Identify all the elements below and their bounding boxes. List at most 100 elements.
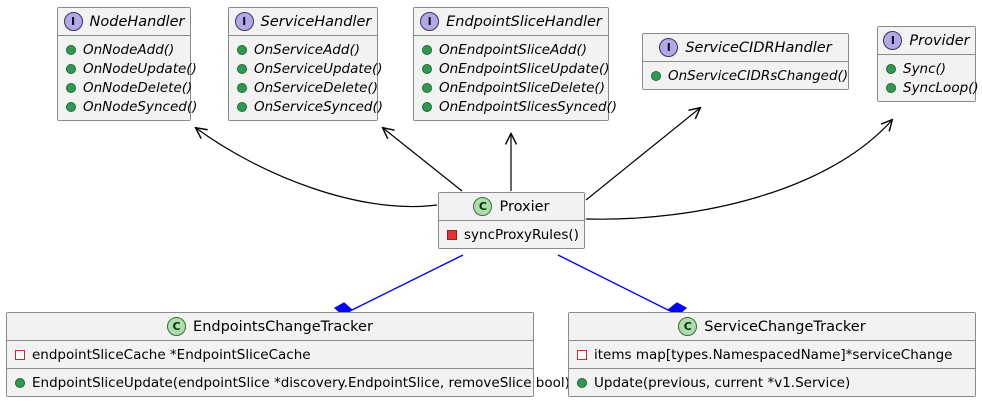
member-row[interactable]: OnEndpointSlicesSynced() [414,97,617,116]
class-stereotype-icon: C [473,197,493,216]
methods-compartment: Update(previous, current *v1.Service) [569,368,975,396]
class-box-endpoints-change-tracker[interactable]: C EndpointsChangeTracker endpointSliceCa… [6,312,570,397]
member-label: OnEndpointSlicesSynced() [439,98,618,115]
interface-stereotype-icon: I [883,31,903,50]
methods-compartment: OnNodeAdd() OnNodeUpdate() OnNodeDelete(… [58,36,197,120]
class-title: NodeHandler [89,13,185,30]
member-row[interactable]: SyncLoop() [878,78,979,97]
class-title: Provider [909,32,970,49]
member-row[interactable]: OnNodeSynced() [58,97,197,116]
class-title: EndpointSliceHandler [446,13,602,30]
interface-stereotype-icon: I [420,12,440,31]
public-method-icon [237,44,247,55]
member-row[interactable]: OnEndpointSliceAdd() [414,40,608,59]
class-header: C EndpointsChangeTracker [7,313,533,341]
class-title: EndpointsChangeTracker [193,318,373,335]
public-method-icon [66,82,76,93]
interface-stereotype-icon: I [63,12,83,31]
class-title: ServiceHandler [260,13,372,30]
class-box-service-cidr-handler[interactable]: I ServiceCIDRHandler OnServiceCIDRsChang… [642,33,849,90]
member-row[interactable]: OnServiceSynced() [229,97,383,116]
interface-stereotype-icon: I [659,38,679,57]
member-label: syncProxyRules() [464,226,579,243]
methods-compartment: OnServiceCIDRsChanged() [643,62,848,89]
methods-compartment: OnServiceAdd() OnServiceUpdate() OnServi… [229,36,383,120]
member-label: OnServiceSynced() [254,98,384,115]
edge-proxier-servicechangetracker [557,254,669,311]
methods-compartment: syncProxyRules() [439,221,584,248]
class-header: C ServiceChangeTracker [569,313,975,341]
public-method-icon [886,63,896,74]
field-label: items map[types.NamespacedName]*serviceC… [594,346,953,363]
methods-compartment: EndpointSliceUpdate(endpointSlice *disco… [7,368,570,396]
member-row[interactable]: OnNodeAdd() [58,40,190,59]
public-method-icon [422,101,432,112]
edge-proxier-nodehandler [196,128,438,208]
member-row[interactable]: Sync() [878,59,975,78]
class-header: I ServiceCIDRHandler [643,34,848,62]
member-label: OnServiceDelete() [254,79,378,96]
public-method-icon [15,377,25,388]
public-method-icon [66,44,76,55]
class-header: I ServiceHandler [229,8,377,36]
class-box-service-change-tracker[interactable]: C ServiceChangeTracker items map[types.N… [568,312,976,397]
member-label: OnNodeSynced() [83,98,198,115]
private-field-icon [15,349,25,360]
field-label: endpointSliceCache *EndpointSliceCache [32,346,311,363]
class-box-node-handler[interactable]: I NodeHandler OnNodeAdd() OnNodeUpdate()… [57,7,197,121]
member-label: OnNodeAdd() [83,41,175,58]
public-method-icon [422,82,432,93]
class-title: ServiceCIDRHandler [685,39,832,56]
member-label: OnServiceUpdate() [254,60,383,77]
public-method-icon [422,63,432,74]
member-row[interactable]: Update(previous, current *v1.Service) [569,372,975,393]
member-label: OnNodeUpdate() [83,60,197,77]
member-row[interactable]: OnServiceDelete() [229,78,378,97]
class-box-proxier[interactable]: C Proxier syncProxyRules() [438,192,585,249]
member-label: OnServiceAdd() [254,41,360,58]
field-row[interactable]: items map[types.NamespacedName]*serviceC… [569,344,975,365]
member-row[interactable]: OnServiceCIDRsChanged() [643,66,848,85]
class-header: I EndpointSliceHandler [414,8,608,36]
fields-compartment: items map[types.NamespacedName]*serviceC… [569,341,975,368]
member-row[interactable]: OnNodeDelete() [58,78,193,97]
member-row[interactable]: EndpointSliceUpdate(endpointSlice *disco… [7,372,570,393]
interface-stereotype-icon: I [234,12,254,31]
member-row[interactable]: OnEndpointSliceUpdate() [414,59,610,78]
class-box-endpoint-slice-handler[interactable]: I EndpointSliceHandler OnEndpointSliceAd… [413,7,617,121]
member-label: OnServiceCIDRsChanged() [668,67,849,84]
member-row[interactable]: OnEndpointSliceDelete() [414,78,608,97]
field-row[interactable]: endpointSliceCache *EndpointSliceCache [7,344,533,365]
public-method-icon [66,63,76,74]
member-label: EndpointSliceUpdate(endpointSlice *disco… [32,374,570,391]
edge-proxier-servicehandler [383,128,463,192]
public-method-icon [66,101,76,112]
public-method-icon [651,70,661,81]
member-label: Sync() [903,60,947,77]
member-label: OnEndpointSliceUpdate() [439,60,610,77]
member-row[interactable]: OnServiceAdd() [229,40,377,59]
fields-compartment: endpointSliceCache *EndpointSliceCache [7,341,533,368]
class-title: Proxier [499,198,550,215]
methods-compartment: OnEndpointSliceAdd() OnEndpointSliceUpda… [414,36,617,120]
edge-proxier-provider [585,120,892,220]
class-header: I Provider [878,27,975,55]
public-method-icon [237,101,247,112]
class-box-service-handler[interactable]: I ServiceHandler OnServiceAdd() OnServic… [228,7,383,121]
member-label: OnNodeDelete() [83,79,193,96]
class-box-provider[interactable]: I Provider Sync() SyncLoop() [877,26,979,102]
methods-compartment: Sync() SyncLoop() [878,55,979,101]
member-label: Update(previous, current *v1.Service) [594,374,851,391]
class-stereotype-icon: C [167,317,187,336]
public-method-icon [886,82,896,93]
public-method-icon [237,82,247,93]
member-row[interactable]: OnServiceUpdate() [229,59,383,78]
member-row[interactable]: OnNodeUpdate() [58,59,197,78]
member-label: OnEndpointSliceAdd() [439,41,587,58]
member-label: SyncLoop() [903,79,979,96]
member-row[interactable]: syncProxyRules() [439,225,584,244]
class-header: C Proxier [439,193,584,221]
class-stereotype-icon: C [678,317,698,336]
class-header: I NodeHandler [58,8,190,36]
